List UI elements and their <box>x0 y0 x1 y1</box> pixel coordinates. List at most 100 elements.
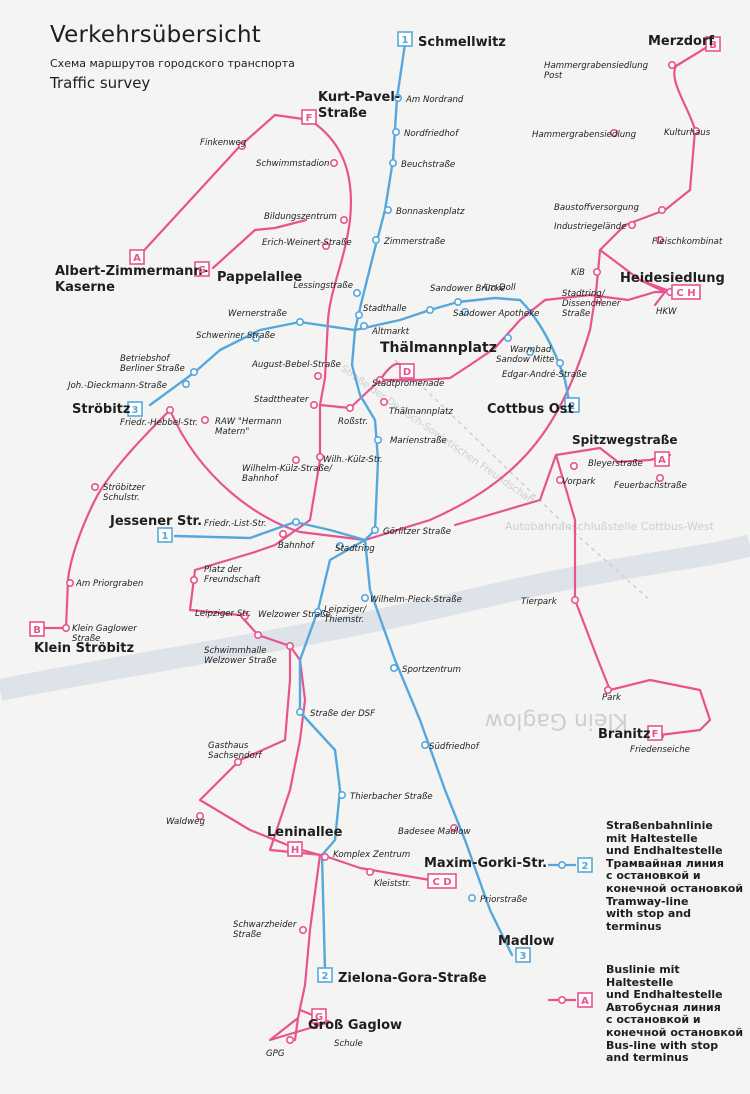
terminus-box <box>301 109 317 125</box>
stop-label: Lessingstraße <box>293 281 353 291</box>
stop-label: Stadtpromenade <box>372 379 444 389</box>
terminus-code: B <box>33 625 41 636</box>
stop-marker <box>603 685 612 694</box>
stop-marker <box>691 127 700 136</box>
stop-label: Stadthalle <box>363 304 407 314</box>
motorway-road <box>0 534 750 701</box>
stop-label: Straße der DSF <box>310 709 376 719</box>
stop-label: Warmbad <box>510 345 552 355</box>
stop-marker <box>166 405 175 414</box>
terminus-name: Groß Gaglow <box>308 1018 402 1033</box>
stop-label: Wilhelm-Külz-Straße/Bahnhof <box>242 464 333 484</box>
stop-marker <box>627 221 636 230</box>
stop-marker <box>420 740 429 749</box>
stop-marker <box>570 595 579 604</box>
stop-marker <box>339 216 348 225</box>
stop-marker <box>391 128 400 137</box>
stop-label: Nordfriedhof <box>404 129 460 139</box>
stop-label: Sandow Mitte <box>496 355 554 365</box>
stop-marker <box>91 482 100 491</box>
stop-marker <box>329 159 338 168</box>
stop-marker <box>655 473 664 482</box>
terminus-code: 3 <box>520 951 527 962</box>
stop-marker <box>254 630 263 639</box>
bus-line-spitzweg-branitz <box>453 446 712 737</box>
terminus-name: Klein Ströbitz <box>34 641 134 656</box>
terminus-box <box>317 967 333 983</box>
stop-label: Bildungszentrum <box>264 212 337 222</box>
terminus-box <box>671 284 701 300</box>
stop-marker <box>371 236 380 245</box>
stop-label: Görlitzer Straße <box>383 527 451 537</box>
terminus-name: Leninallee <box>267 825 343 840</box>
stop-marker <box>291 455 300 464</box>
stop-marker <box>354 310 363 319</box>
terminus-name: Thälmannplatz <box>380 340 497 356</box>
stop-marker <box>359 321 368 330</box>
stop-label: Finkenweg <box>200 138 247 148</box>
stop-marker <box>525 347 534 356</box>
stop-marker <box>389 663 398 672</box>
stop-label: Joh.-Dieckmann-Straße <box>66 381 167 391</box>
stop-marker <box>295 707 304 716</box>
terminus-box <box>564 397 580 413</box>
stop-marker <box>320 852 329 861</box>
stop-label: Schweriner Straße <box>196 331 275 341</box>
terminus-name: Jessener Str. <box>109 514 202 529</box>
tram-line-1 <box>173 42 407 542</box>
stop-marker <box>252 333 261 342</box>
stop-marker <box>190 367 199 376</box>
legend-stop-tram <box>557 860 566 869</box>
stop-label: Park <box>602 693 622 703</box>
bus-line-a-north <box>136 113 312 259</box>
stop-marker <box>609 129 618 138</box>
stop-marker <box>295 317 304 326</box>
stop-marker <box>315 452 324 461</box>
bus-line-b <box>41 42 714 630</box>
stop-marker <box>285 641 294 650</box>
stop-marker <box>555 358 564 367</box>
stop-marker <box>66 578 75 587</box>
stop-marker <box>345 403 354 412</box>
terminus-box <box>399 363 415 379</box>
terminus-code: C D <box>432 877 451 888</box>
stop-label: Edgar-André-Straße <box>502 369 587 380</box>
stop-marker <box>388 159 397 168</box>
stop-marker <box>453 297 462 306</box>
terminus-box <box>427 873 457 889</box>
stop-marker <box>373 435 382 444</box>
terminus-box <box>311 1008 327 1024</box>
legend-stop-bus <box>557 995 566 1004</box>
labels-layer: Am NordrandNordfriedhofBeuchstraßeBonnas… <box>33 34 725 1059</box>
stop-label: August-Bebel-Straße <box>251 360 341 370</box>
tram-line-3 <box>363 538 514 957</box>
terminus-name: Madlow <box>498 934 554 949</box>
stop-label: Beuchstraße <box>401 160 455 170</box>
terminus-name: Zielona-Gora-Straße <box>338 971 487 986</box>
terminus-box <box>194 261 210 277</box>
stop-marker <box>291 517 300 526</box>
stop-marker <box>379 397 388 406</box>
legend-code-bus: A <box>581 996 589 1007</box>
stop-label: KiB <box>571 268 585 278</box>
stop-label: Sandower Brücke <box>430 284 505 294</box>
stop-marker <box>298 925 307 934</box>
terminus-code: 3 <box>132 405 139 416</box>
stop-label: Sportzentrum <box>402 665 461 675</box>
terminus-name: Heidesiedlung <box>620 271 725 286</box>
terminus-name: Pappelallee <box>217 270 302 285</box>
stop-marker <box>337 790 346 799</box>
stop-marker <box>365 867 374 876</box>
legend-terminus-bus <box>577 992 593 1008</box>
stop-marker <box>182 379 191 388</box>
stop-label: Hammergrabensiedlung <box>532 130 637 140</box>
stop-label: Komplex Zentrum <box>333 850 410 860</box>
page-title: Verkehrsübersicht <box>50 22 262 48</box>
terminus-name: Schmellwitz <box>418 35 506 50</box>
basemap-label-klein-gaglow: Klein Gaglow <box>485 708 628 733</box>
